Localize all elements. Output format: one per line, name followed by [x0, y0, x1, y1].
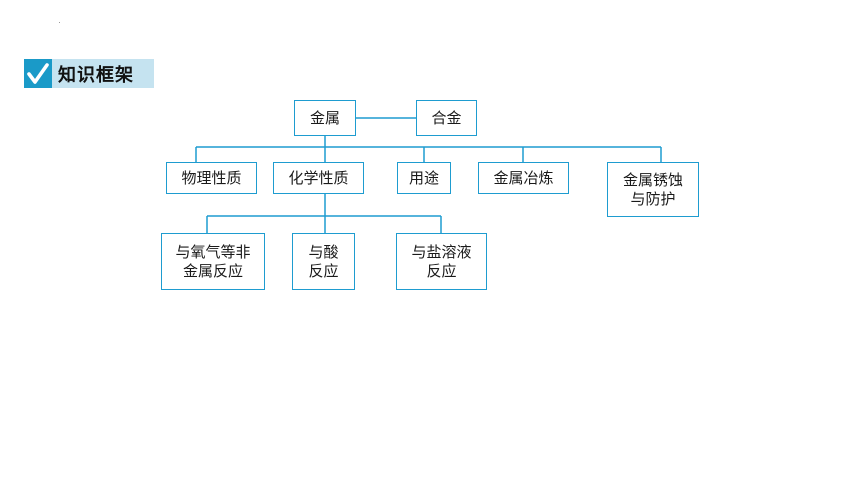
node-alloy: 合金 [416, 100, 477, 136]
node-physical-properties: 物理性质 [166, 162, 257, 194]
section-title: 知识框架 [52, 59, 154, 88]
node-metal-smelting: 金属冶炼 [478, 162, 569, 194]
node-corrosion-protection: 金属锈蚀 与防护 [607, 162, 699, 217]
node-metal: 金属 [294, 100, 356, 136]
node-uses: 用途 [397, 162, 451, 194]
node-react-oxygen: 与氧气等非 金属反应 [161, 233, 265, 290]
stray-dot [59, 22, 60, 23]
section-header: 知识框架 [24, 59, 154, 88]
checkmark-icon [24, 59, 52, 88]
node-react-salt-solution: 与盐溶液 反应 [396, 233, 487, 290]
node-react-acid: 与酸 反应 [292, 233, 355, 290]
node-chemical-properties: 化学性质 [273, 162, 364, 194]
